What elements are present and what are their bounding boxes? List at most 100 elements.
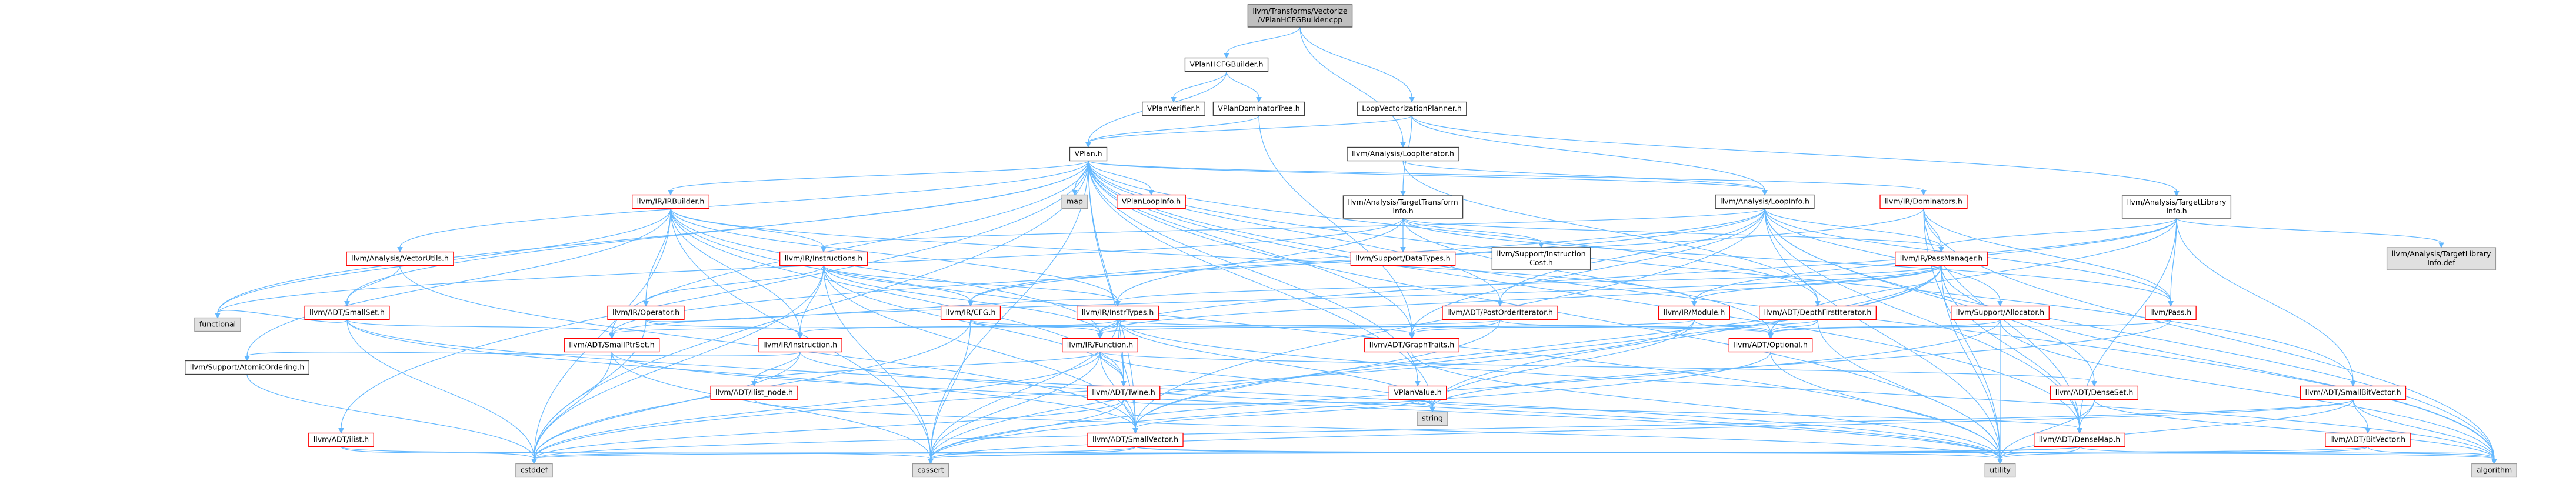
node-densemapset[interactable]: llvm/ADT/DenseSet.h <box>2050 385 2138 400</box>
edge-line <box>1764 208 2001 459</box>
node-vecutils[interactable]: llvm/Analysis/VectorUtils.h <box>346 251 454 266</box>
node-smallvector[interactable]: llvm/ADT/SmallVector.h <box>1087 432 1184 447</box>
node-label: cassert <box>917 466 944 475</box>
node-vpvalue[interactable]: VPlanValue.h <box>1388 385 1447 400</box>
node-label: llvm/ADT/PostOrderIterator.h <box>1447 308 1553 317</box>
node-bitvector[interactable]: llvm/ADT/BitVector.h <box>2325 432 2411 447</box>
node-label: llvm/Analysis/VectorUtils.h <box>351 254 449 263</box>
edge-arrowhead <box>1997 301 2003 307</box>
edge-function-to-ilistnode <box>751 351 1101 387</box>
edge-line <box>1817 319 2001 459</box>
node-smallbitvector[interactable]: llvm/ADT/SmallBitVector.h <box>2300 385 2407 400</box>
node-box <box>607 305 685 320</box>
edge-arrowhead <box>643 301 649 307</box>
node-postorder[interactable]: llvm/ADT/PostOrderIterator.h <box>1442 305 1558 320</box>
node-label: VPlanDominatorTree.h <box>1218 104 1299 113</box>
edge-ilistnode-to-utility <box>754 399 2003 465</box>
node-ilistnode[interactable]: llvm/ADT/ilist_node.h <box>710 385 798 400</box>
edge-arrowhead <box>1415 381 1421 387</box>
edge-vpvalue-to-string <box>1417 399 1435 413</box>
node-densemap[interactable]: llvm/ADT/DenseMap.h <box>2034 432 2125 447</box>
node-atomicordering[interactable]: llvm/Support/AtomicOrdering.h <box>185 360 309 375</box>
node-label: llvm/IR/IRBuilder.h <box>637 197 705 206</box>
edge-root-to-hcfg <box>1224 26 1301 59</box>
edge-line <box>534 352 1101 459</box>
edge-arrowhead <box>1400 142 1406 148</box>
edge-arrowhead <box>797 333 803 339</box>
node-label: llvm/ADT/DenseMap.h <box>2039 435 2120 444</box>
node-twine[interactable]: llvm/ADT/Twine.h <box>1087 385 1161 400</box>
node-cassert: cassert <box>912 463 949 478</box>
edge-line <box>823 265 1124 382</box>
node-domtree[interactable]: VPlanDominatorTree.h <box>1212 101 1305 116</box>
node-function[interactable]: llvm/IR/Function.h <box>1062 338 1138 353</box>
node-instruction[interactable]: llvm/IR/Instruction.h <box>758 338 842 353</box>
edge-line <box>1432 319 2171 407</box>
edge-arrowhead <box>1429 407 1435 413</box>
node-box <box>779 251 868 266</box>
edge-line <box>645 208 671 302</box>
node-box <box>1062 338 1138 353</box>
node-cfg[interactable]: llvm/IR/CFG.h <box>940 305 1001 320</box>
edge-line <box>754 352 801 382</box>
node-irbuilder[interactable]: llvm/IR/IRBuilder.h <box>632 194 709 209</box>
edge-line <box>1088 161 1412 334</box>
node-graphtraits[interactable]: llvm/ADT/GraphTraits.h <box>1364 338 1459 353</box>
edge-vplan-to-postorder <box>1088 161 1503 307</box>
node-label: cstddef <box>521 466 548 475</box>
edge-line <box>1770 319 2001 335</box>
node-loopiter[interactable]: llvm/Analysis/LoopIterator.h <box>1347 146 1459 162</box>
node-allocator[interactable]: llvm/Support/Allocator.h <box>1951 305 2050 320</box>
node-looputils[interactable]: VPlanLoopInfo.h <box>1117 194 1186 209</box>
node-dominators[interactable]: llvm/IR/Dominators.h <box>1879 194 1968 209</box>
node-ilist[interactable]: llvm/ADT/ilist.h <box>308 432 374 447</box>
node-operator[interactable]: llvm/IR/Operator.h <box>607 305 685 320</box>
node-box <box>1388 385 1447 400</box>
node-insttypes[interactable]: llvm/IR/InstrTypes.h <box>1077 305 1159 320</box>
node-box <box>1342 195 1464 219</box>
node-box <box>1247 4 1353 28</box>
edge-line <box>670 208 1695 302</box>
edge-arrowhead <box>2174 191 2180 197</box>
node-passmanager[interactable]: llvm/IR/PassManager.h <box>1895 251 1988 266</box>
node-pass[interactable]: llvm/Pass.h <box>2145 305 2197 320</box>
node-smallset[interactable]: llvm/ADT/SmallSet.h <box>304 305 390 320</box>
node-dfi[interactable]: llvm/ADT/DepthFirstIterator.h <box>1759 305 1877 320</box>
node-box <box>1951 305 2050 320</box>
node-instructions[interactable]: llvm/IR/Instructions.h <box>779 251 868 266</box>
node-verifier[interactable]: VPlanVerifier.h <box>1142 101 1205 116</box>
edge-line <box>1088 161 1152 191</box>
node-optional[interactable]: llvm/ADT/Optional.h <box>1728 338 1813 353</box>
edge-densemap-to-cstddef <box>531 446 2080 465</box>
node-smallptrset[interactable]: llvm/ADT/SmallPtrSet.h <box>564 338 660 353</box>
node-lvp[interactable]: LoopVectorizationPlanner.h <box>1357 101 1467 116</box>
node-label: string <box>1422 414 1443 423</box>
edge-line <box>1923 208 2171 302</box>
edge-instructions-to-cassert <box>823 265 934 465</box>
node-hcfg[interactable]: VPlanHCFGBuilder.h <box>1184 57 1269 72</box>
node-root[interactable]: llvm/Transforms/Vectorize/VPlanHCFGBuild… <box>1247 4 1353 28</box>
node-label: llvm/Support/AtomicOrdering.h <box>190 363 305 372</box>
node-label: llvm/IR/Instruction.h <box>763 340 837 349</box>
edge-line <box>346 319 535 459</box>
edge-tli-to-passmanager <box>1938 218 2177 253</box>
node-module[interactable]: llvm/IR/Module.h <box>1658 305 1730 320</box>
edge-densemap-to-cassert <box>928 446 2080 465</box>
node-label: llvm/ADT/SmallSet.h <box>309 308 385 317</box>
edge-line <box>611 161 1089 334</box>
edge-loopinfo-to-densemap <box>1764 208 2082 434</box>
node-map: map <box>1061 194 1088 209</box>
node-box <box>912 463 949 478</box>
edge-line <box>1941 265 2001 459</box>
node-label: llvm/Analysis/LoopInfo.h <box>1720 197 1809 206</box>
node-datatypes[interactable]: llvm/Support/DataTypes.h <box>1350 251 1456 266</box>
node-loopinfo[interactable]: llvm/Analysis/LoopInfo.h <box>1715 194 1815 209</box>
node-label: VPlan.h <box>1074 149 1102 158</box>
edge-smallbitvector-to-bitvector <box>2352 399 2371 434</box>
edge-arrowhead <box>1224 53 1229 59</box>
node-vplan[interactable]: VPlan.h <box>1069 146 1108 162</box>
